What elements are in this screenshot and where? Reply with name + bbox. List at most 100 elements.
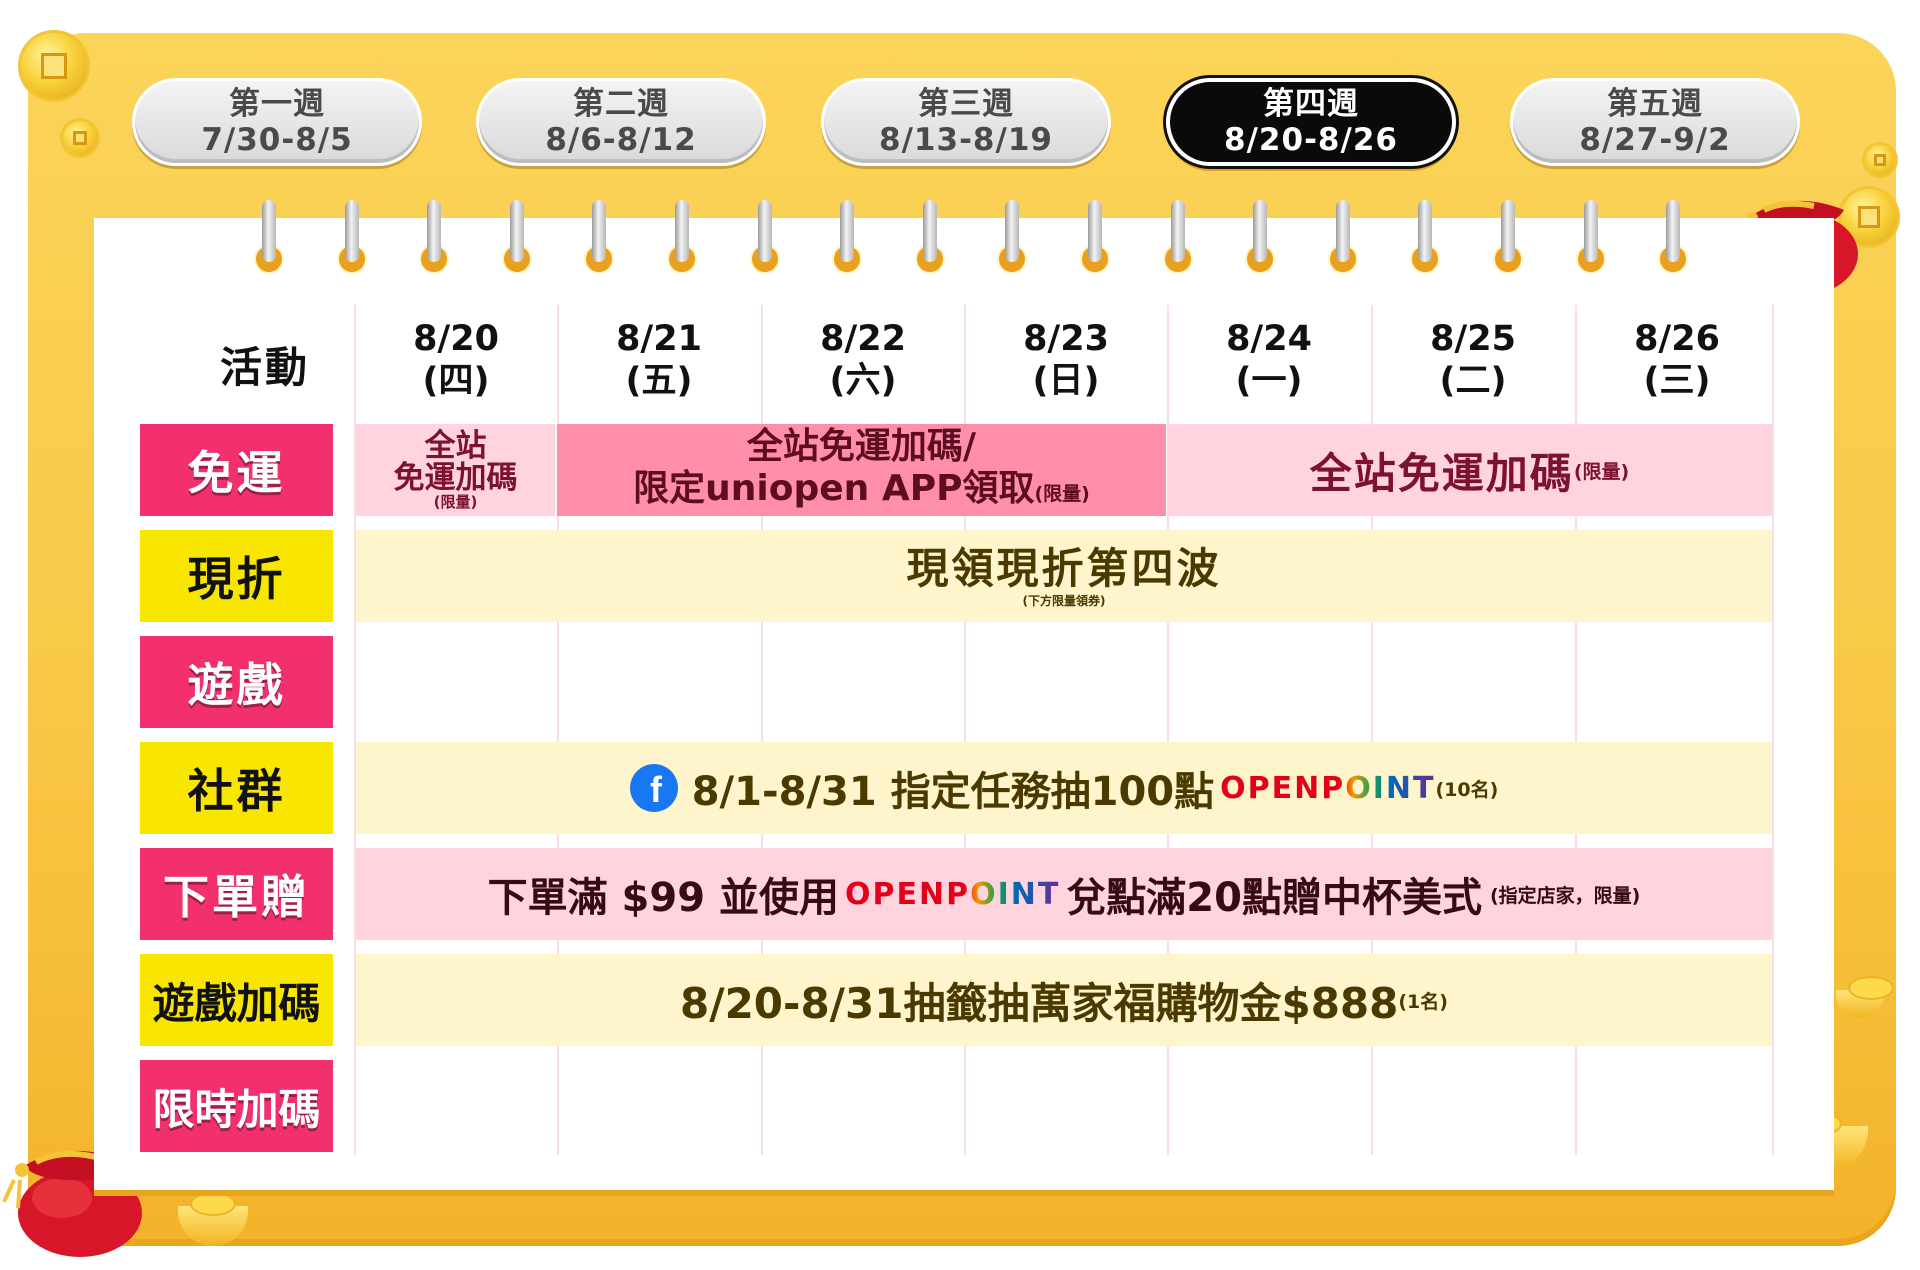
openpoint-logo-text: OPENPOINT	[1220, 770, 1436, 806]
day-weekday: (六)	[829, 361, 897, 401]
red-lucky-bag-icon	[2, 1150, 142, 1257]
binding-ring	[1406, 200, 1444, 276]
event-note: (限量)	[433, 493, 478, 511]
week-range: 7/30-8/5	[201, 122, 353, 158]
day-weekday: (五)	[625, 361, 693, 401]
column-divider	[354, 305, 356, 1155]
event-shipping-b: 全站免運加碼/ 限定uniopen APP領取(限量)	[557, 424, 1166, 516]
row-label-discount: 現折	[140, 530, 333, 622]
week-range: 8/6-8/12	[545, 122, 697, 158]
column-divider	[1575, 305, 1577, 1155]
row-label-shipping: 免運	[140, 424, 333, 516]
ring-wire	[1501, 200, 1515, 262]
binding-ring	[663, 200, 701, 276]
day-date: 8/21	[616, 319, 702, 359]
event-text: 8/20-8/31抽籤抽萬家福購物金$888	[680, 978, 1399, 1028]
ring-wire	[1418, 200, 1433, 262]
day-date: 8/22	[820, 319, 906, 359]
week-name: 第五週	[1607, 86, 1703, 122]
binding-ring	[1572, 200, 1610, 276]
day-date: 8/25	[1430, 319, 1516, 359]
event-note: (1名)	[1398, 990, 1448, 1013]
event-text: 免運加碼	[393, 460, 518, 496]
binding-ring	[1159, 200, 1197, 276]
event-text: 全站	[424, 428, 487, 464]
row-label-game: 遊戲	[140, 636, 333, 728]
gold-coin-icon	[1838, 186, 1900, 248]
facebook-glyph: f	[650, 769, 663, 810]
binding-ring	[1241, 200, 1279, 276]
event-shipping-c: 全站免運加碼(限量)	[1167, 424, 1772, 516]
event-text: 全站免運加碼/	[746, 425, 977, 467]
binding-ring	[498, 200, 536, 276]
activity-header: 活動	[219, 343, 310, 392]
tab-week-2[interactable]: 第二週 8/6-8/12	[476, 78, 766, 166]
day-header: 8/24(一)	[1169, 318, 1369, 402]
ring-wire	[344, 200, 359, 262]
day-header: 8/26(三)	[1577, 318, 1777, 402]
ring-wire	[840, 200, 855, 262]
binding-ring	[250, 200, 288, 276]
ring-wire	[1583, 200, 1598, 262]
binding-ring	[911, 200, 949, 276]
day-weekday: (日)	[1032, 361, 1100, 401]
column-divider	[1167, 305, 1169, 1155]
event-shipping-a: 全站 免運加碼 (限量)	[356, 424, 555, 516]
ring-wire	[262, 200, 276, 262]
gold-coin-icon	[60, 118, 100, 158]
column-divider	[761, 305, 763, 1155]
row-label-limited-bonus: 限時加碼	[140, 1060, 333, 1152]
tab-week-4[interactable]: 第四週 8/20-8/26	[1166, 78, 1456, 166]
binding-ring	[1076, 200, 1114, 276]
ring-wire	[1005, 200, 1020, 262]
event-note: (10名)	[1435, 778, 1499, 801]
row-label-game-bonus: 遊戲加碼	[140, 954, 333, 1046]
ring-wire	[427, 200, 442, 262]
binding-ring	[746, 200, 784, 276]
column-divider	[557, 305, 559, 1155]
event-note: (限量)	[1573, 460, 1630, 483]
ring-wire	[1335, 200, 1350, 262]
event-text: 限定uniopen APP領取	[633, 467, 1035, 509]
day-date: 8/23	[1023, 319, 1109, 359]
binding-ring	[333, 200, 371, 276]
binding-ring	[415, 200, 453, 276]
day-weekday: (一)	[1235, 361, 1303, 401]
tab-week-3[interactable]: 第三週 8/13-8/19	[821, 78, 1111, 166]
event-text: 全站免運加碼	[1309, 448, 1574, 498]
event-text: 下單滿 $99 並使用	[487, 875, 839, 921]
tab-week-1[interactable]: 第一週 7/30-8/5	[132, 78, 422, 166]
week-range: 8/13-8/19	[879, 122, 1053, 158]
binding-ring	[828, 200, 866, 276]
gold-coin-icon	[1862, 142, 1898, 178]
facebook-icon: f	[629, 764, 678, 812]
day-weekday: (二)	[1439, 361, 1507, 401]
day-date: 8/24	[1226, 319, 1312, 359]
event-note: (指定店家，限量)	[1489, 884, 1641, 907]
week-name: 第一週	[229, 86, 325, 122]
event-note: (限量)	[1034, 482, 1090, 505]
ring-wire	[675, 200, 689, 262]
day-date: 8/26	[1634, 319, 1720, 359]
ring-wire	[1170, 200, 1185, 262]
column-divider	[1772, 305, 1774, 1155]
openpoint-logo: OPENPOINT	[1220, 771, 1435, 806]
tab-week-5[interactable]: 第五週 8/27-9/2	[1510, 78, 1800, 166]
row-label-order-gift: 下單贈	[140, 848, 333, 940]
binding-ring	[580, 200, 618, 276]
day-weekday: (四)	[422, 361, 490, 401]
day-weekday: (三)	[1643, 361, 1711, 401]
event-game-bonus: 8/20-8/31抽籤抽萬家福購物金$888(1名)	[356, 954, 1772, 1046]
column-divider	[1371, 305, 1373, 1155]
ring-wire	[592, 200, 607, 262]
day-date: 8/20	[413, 319, 499, 359]
ring-wire	[509, 200, 524, 262]
event-order-gift: 下單滿 $99 並使用 OPENPOINT 兌點滿20點贈中杯美式 (指定店家，…	[356, 848, 1772, 940]
day-header: 8/23(日)	[966, 318, 1166, 402]
binding-ring	[1654, 200, 1692, 276]
day-header: 8/21(五)	[559, 318, 759, 402]
day-header: 8/22(六)	[763, 318, 963, 402]
row-label-social: 社群	[140, 742, 333, 834]
event-text: 兌點滿20點贈中杯美式	[1066, 875, 1482, 921]
binding-ring	[993, 200, 1031, 276]
